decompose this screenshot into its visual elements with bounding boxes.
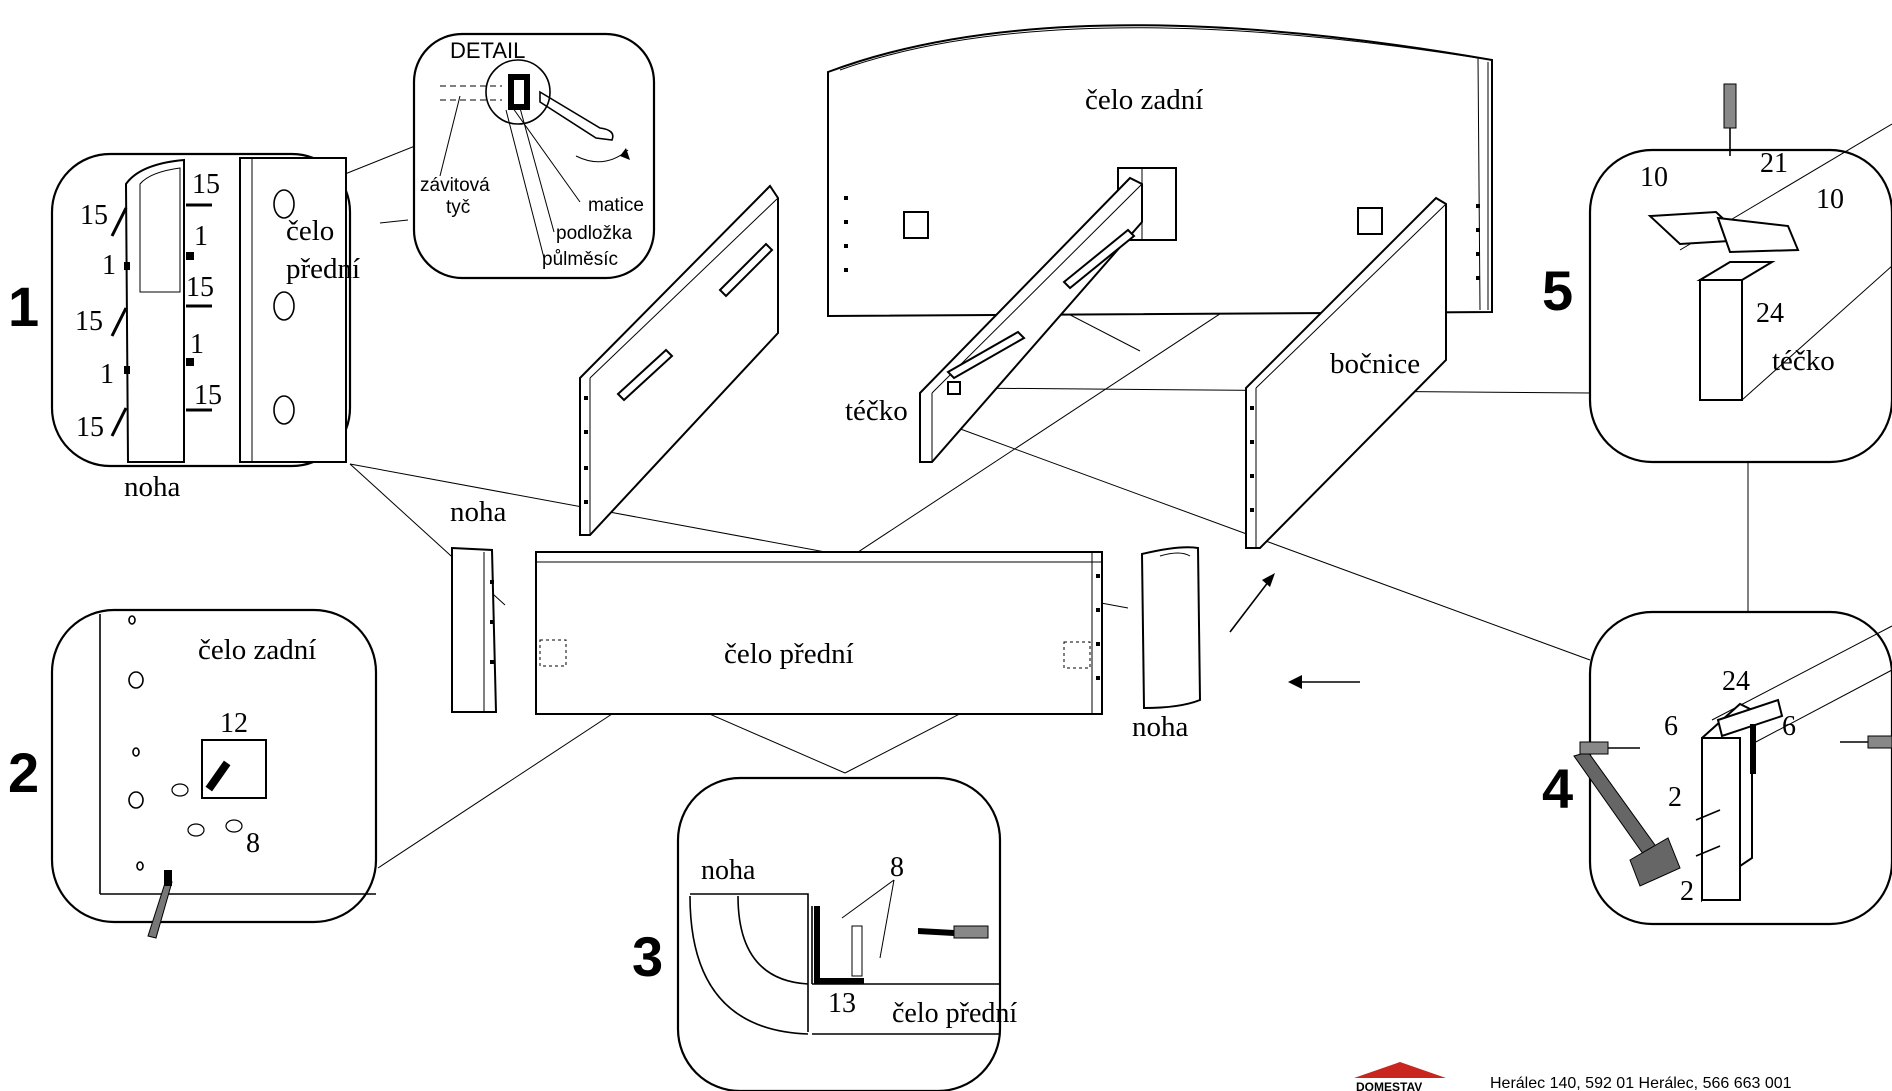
- step-3-number: 3: [632, 925, 663, 988]
- step-4-part-24: 24: [1722, 666, 1750, 697]
- step-1-callout: 1 15 15 1 1 15 15 1 1 15 15 čelo přední: [8, 152, 360, 503]
- front-headboard: čelo přední: [535, 551, 1103, 715]
- step-2-callout: 2 čelo zadní 12 8: [8, 608, 378, 939]
- step-3-part-13: 13: [828, 988, 856, 1019]
- step-3-leg-label: noha: [701, 855, 756, 886]
- step-1-cap-1-a: 1: [194, 221, 208, 252]
- step-3-front-label: čelo přední: [892, 998, 1017, 1029]
- step-4-number: 4: [1542, 757, 1573, 820]
- step-1-cap-15-d: 15: [75, 306, 103, 337]
- t-beam: téčko: [845, 176, 1143, 463]
- step-5-callout: 5 10 21 10 24 téčko: [1542, 83, 1892, 464]
- detail-callout: DETAIL závitová tyč matice podložka půlm…: [412, 32, 656, 280]
- step-1-front-line2: přední: [286, 253, 360, 285]
- detail-rod-line2: tyč: [446, 197, 470, 218]
- step-1-leg-label: noha: [124, 471, 181, 503]
- side-panel-label: bočnice: [1330, 348, 1420, 380]
- step-1-cap-15-b: 15: [80, 200, 108, 231]
- left-leg-label: noha: [450, 496, 507, 528]
- step-4-part-2-top: 2: [1668, 782, 1682, 813]
- step-1-cap-15-a: 15: [192, 169, 220, 200]
- step-1-cap-15-c: 15: [186, 272, 214, 303]
- company-logo: [1354, 1062, 1446, 1078]
- step-1-number: 1: [8, 275, 39, 338]
- step-2-part-8: 8: [246, 828, 260, 859]
- step-5-part-21: 21: [1760, 148, 1788, 179]
- left-side-panel: [579, 184, 779, 536]
- step-1-cap-1-b: 1: [102, 250, 116, 281]
- step-2-number: 2: [8, 741, 39, 804]
- detail-half-moon: půlměsíc: [542, 249, 618, 270]
- step-3-part-8: 8: [890, 852, 904, 883]
- detail-title: DETAIL: [450, 38, 525, 63]
- step-1-cap-1-d: 1: [100, 359, 114, 390]
- footer: DOMESTAV Herálec 140, 592 01 Herálec, 56…: [1354, 1062, 1792, 1091]
- detail-nut: matice: [588, 195, 644, 216]
- step-4-callout: 4 24 6 6 2 2: [1542, 610, 1892, 926]
- step-5-part-24: 24: [1756, 298, 1784, 329]
- company-logo-text: DOMESTAV: [1356, 1080, 1422, 1091]
- step-5-number: 5: [1542, 259, 1573, 322]
- step-5-part-10-left: 10: [1640, 162, 1668, 193]
- left-leg: noha: [450, 496, 507, 713]
- right-leg-label: noha: [1132, 711, 1189, 743]
- step-1-cap-15-f: 15: [76, 412, 104, 443]
- direction-arrows: [1229, 573, 1360, 689]
- step-5-tbeam-label: téčko: [1772, 345, 1835, 377]
- step-4-part-6-left: 6: [1664, 711, 1678, 742]
- step-2-title: čelo zadní: [198, 634, 316, 666]
- step-4-part-6-right: 6: [1782, 711, 1796, 742]
- right-side-panel: bočnice: [1245, 196, 1447, 549]
- step-5-part-10-right: 10: [1816, 184, 1844, 215]
- detail-rod-line1: závitová: [420, 175, 490, 196]
- front-headboard-label: čelo přední: [724, 638, 854, 670]
- t-beam-label: téčko: [845, 395, 908, 427]
- step-1-cap-15-e: 15: [194, 380, 222, 411]
- step-1-cap-1-c: 1: [190, 329, 204, 360]
- detail-washer: podložka: [556, 223, 632, 244]
- step-4-part-2-bottom: 2: [1680, 876, 1694, 907]
- back-headboard-label: čelo zadní: [1085, 84, 1203, 116]
- right-leg: noha: [1132, 546, 1202, 743]
- step-1-front-line1: čelo: [286, 215, 334, 247]
- step-3-callout: 3 noha 8 13 čelo přední: [632, 776, 1017, 1091]
- step-2-part-12: 12: [220, 708, 248, 739]
- company-address: Herálec 140, 592 01 Herálec, 566 663 001: [1490, 1075, 1792, 1091]
